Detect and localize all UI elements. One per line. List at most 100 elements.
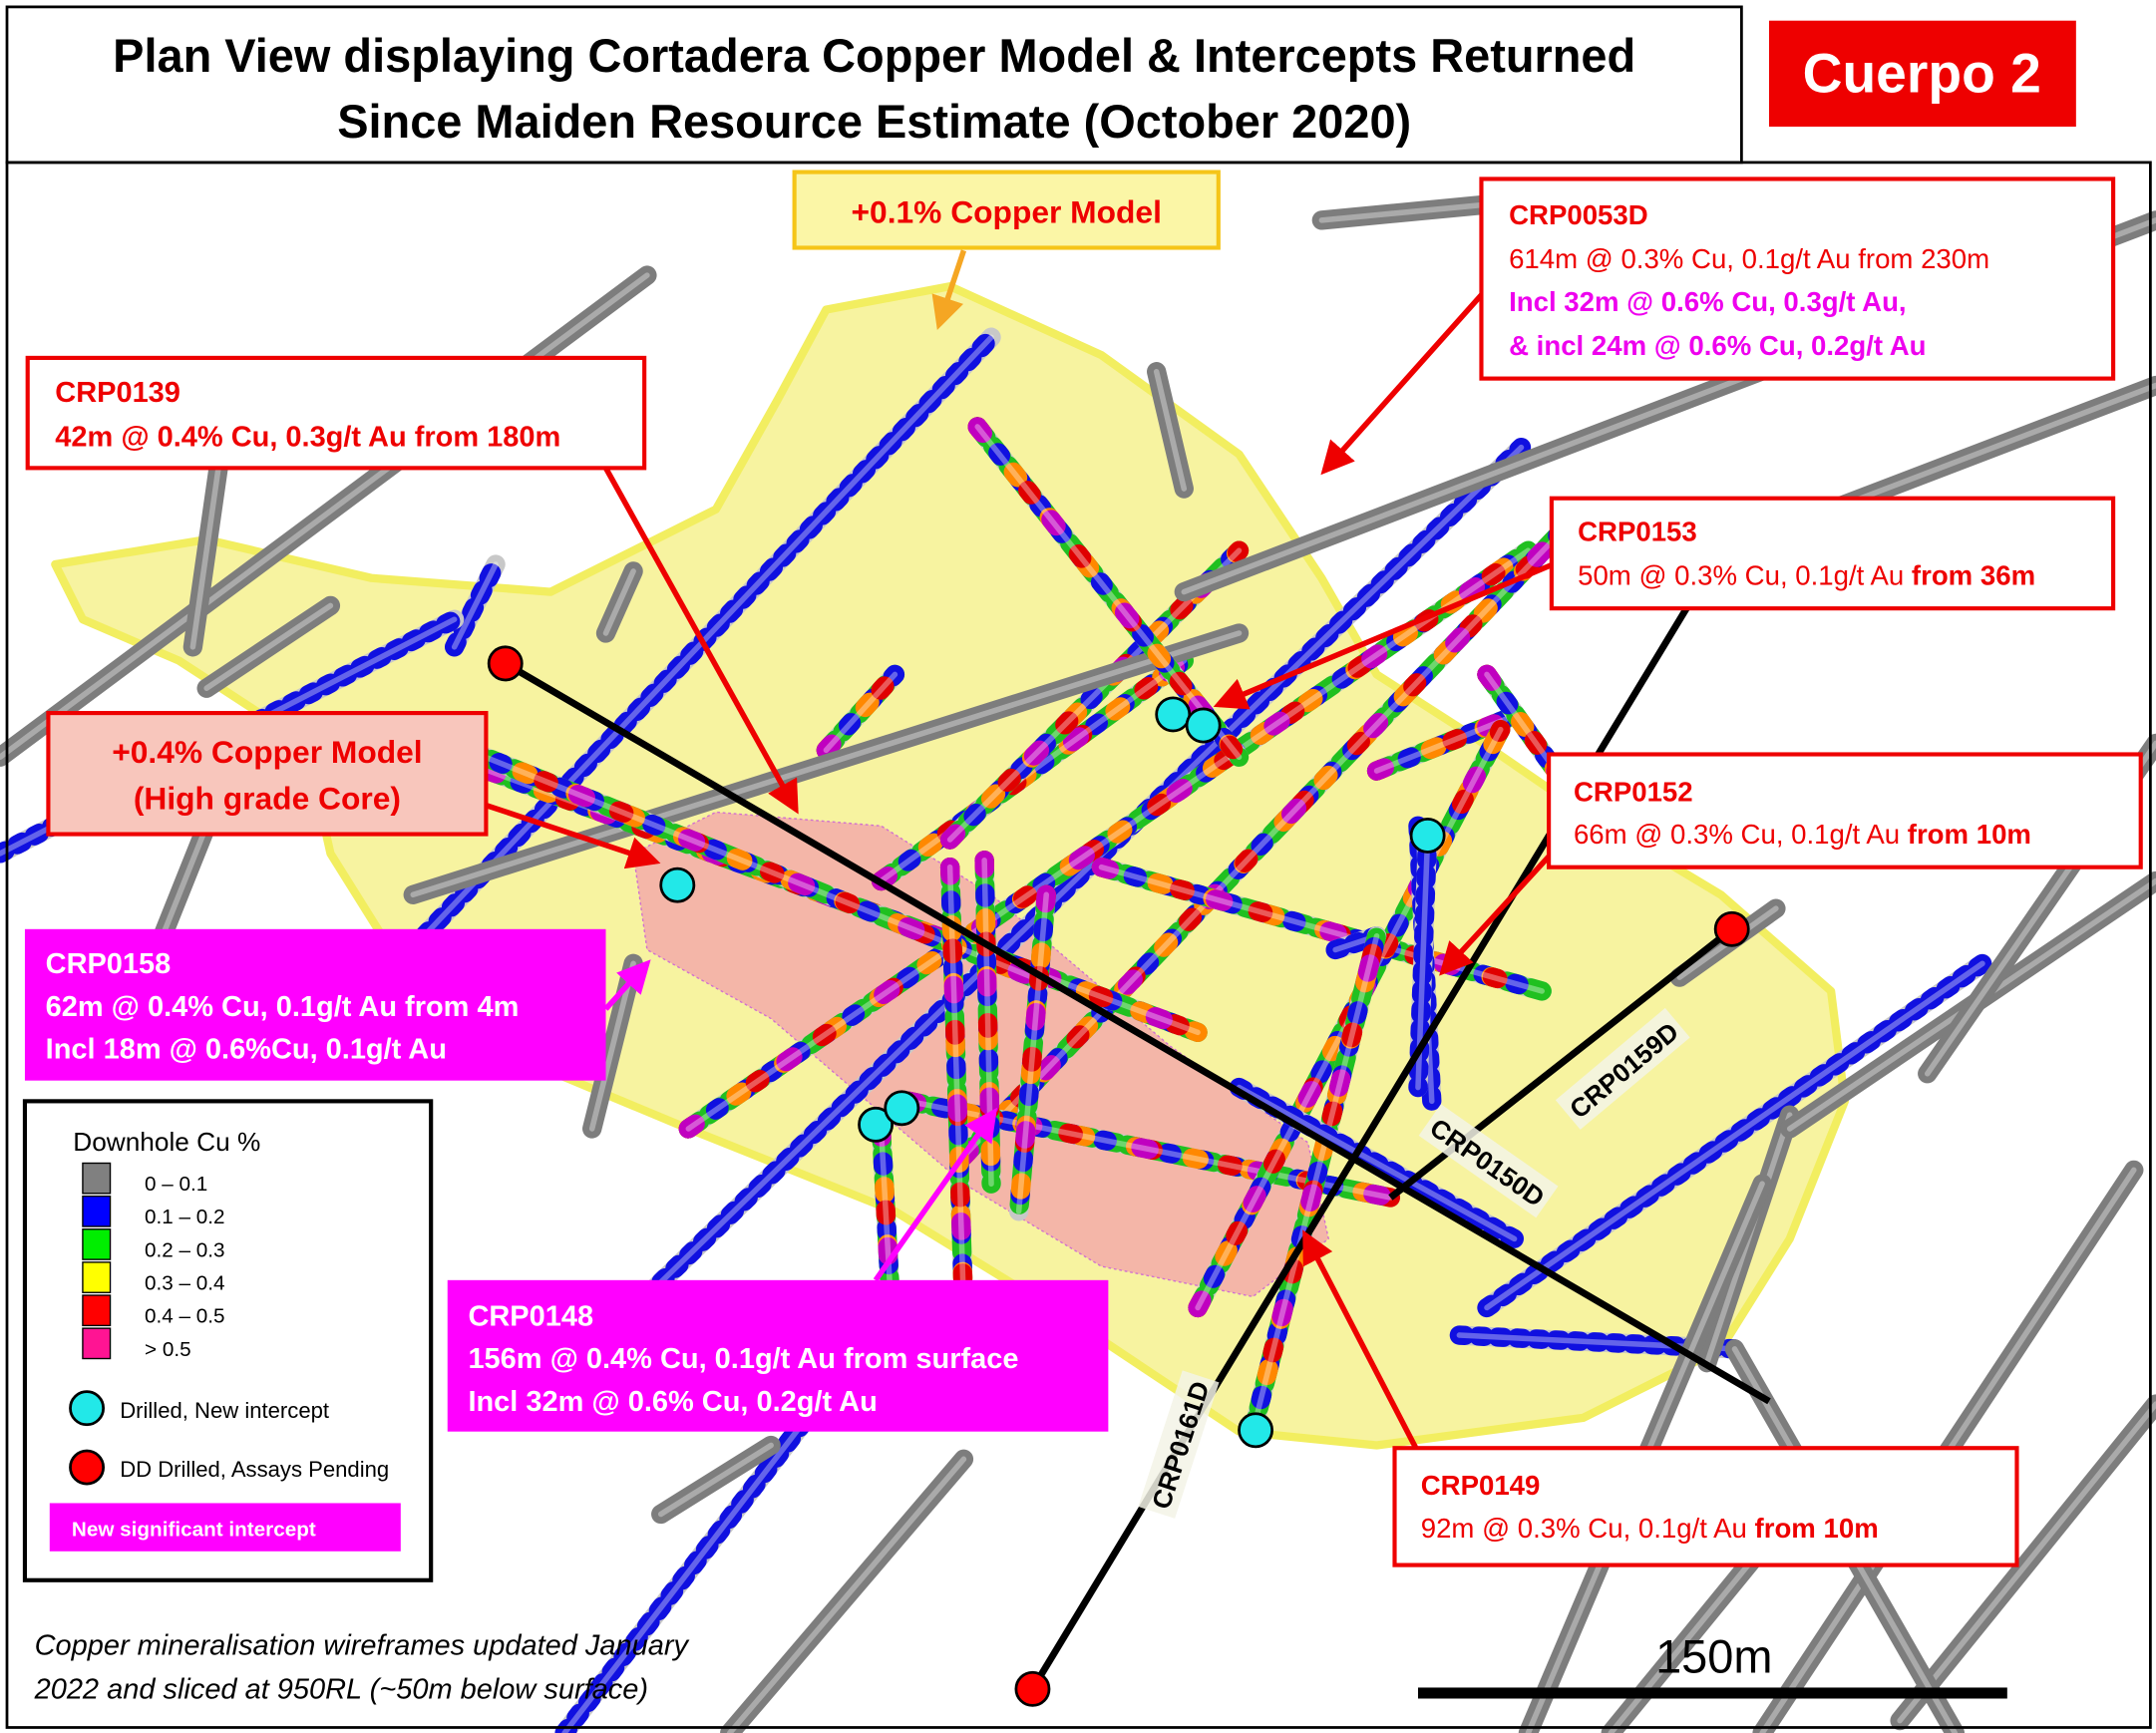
drill-hole-trace: [720, 1449, 974, 1733]
arrow-icon: [873, 1107, 997, 1282]
callout-incl: Incl 32m @ 0.6% Cu, 0.2g/t Au: [468, 1386, 877, 1418]
callout-crp0053d: CRP0053D 614m @ 0.3% Cu, 0.1g/t Au from …: [1479, 176, 2116, 381]
callout-text: 62m @ 0.4% Cu, 0.1g/t Au from 4m: [46, 991, 520, 1023]
drill-hole-trace: [967, 417, 1250, 767]
high-grade-model-label: +0.4% Copper Model (High grade Core): [46, 711, 489, 837]
drill-hole-trace: [588, 444, 1525, 1352]
arrow-icon: [931, 249, 967, 331]
drill-hole-trace: [726, 1456, 967, 1733]
legend-swatch: [82, 1228, 112, 1260]
callout-text: 66m @ 0.3% Cu, 0.1g/t Au: [1574, 819, 1908, 850]
drill-hole-trace: [1477, 664, 1566, 781]
section-line-crp0150d: [503, 660, 1771, 1405]
drill-hole-trace: [465, 747, 1036, 980]
drill-hole-trace: [1366, 706, 1525, 781]
callout-text: 156m @ 0.4% Cu, 0.1g/t Au from surface: [468, 1343, 1018, 1375]
new-intercept-markers: [659, 696, 1446, 1449]
drill-hole-trace: [974, 424, 1243, 761]
cuerpo-badge: [1768, 20, 2076, 128]
drill-hole-trace: [960, 520, 1573, 1160]
drill-hole-trace: [685, 547, 1532, 1132]
drill-hole-trace: [1484, 671, 1559, 774]
drill-hole-trace: [1153, 368, 1188, 492]
drill-hole-trace: [444, 554, 506, 657]
footer-note-line1: Copper mineralisation wireframes updated…: [35, 1629, 690, 1661]
arrow-icon: [603, 959, 651, 1011]
drill-hole-trace: [1091, 858, 1552, 1001]
legend-range-label: 0.2 – 0.3: [145, 1238, 225, 1261]
drill-hole-trace: [816, 664, 905, 761]
drill-hole-trace: [678, 540, 1539, 1139]
callout-text: 42m @ 0.4% Cu, 0.3g/t Au from 180m: [55, 421, 560, 453]
legend-cyan-dot-icon: [69, 1390, 106, 1427]
pending-marker: [487, 645, 524, 682]
arrow-icon: [603, 467, 799, 815]
cuerpo-badge-label: Cuerpo 2: [1803, 42, 2041, 104]
legend-red-dot-icon: [69, 1449, 106, 1486]
legend-new-intercept: Drilled, New intercept: [120, 1398, 329, 1423]
callout-incl: Incl 32m @ 0.6% Cu, 0.3g/t Au,: [1509, 286, 1907, 317]
intercept-marker: [1238, 1412, 1274, 1449]
legend-significant-swatch: [49, 1503, 401, 1552]
legend-range-label: > 0.5: [145, 1338, 191, 1361]
drill-hole-trace: [816, 664, 905, 761]
drill-hole-trace: [651, 1435, 781, 1525]
drill-hole-trace: [595, 561, 643, 643]
callout-title: CRP0152: [1574, 776, 1693, 807]
low-grade-model-label: +0.1% Copper Model: [852, 194, 1162, 230]
scale-bar-label: 150m: [1655, 1630, 1772, 1682]
drill-hole-trace: [458, 740, 1043, 987]
drill-hole-trace: [0, 272, 650, 761]
callout-arrows: [485, 249, 1555, 1454]
assays-pending-markers: [487, 645, 1750, 1707]
high-grade-model-line2: (High grade Core): [134, 781, 401, 817]
callout-title: CRP0053D: [1509, 199, 1648, 230]
callout-crp0148: CRP0148 156m @ 0.4% Cu, 0.1g/t Au from s…: [447, 1279, 1109, 1432]
drill-hole-trace: [871, 1119, 905, 1387]
intercept-marker: [1155, 696, 1192, 733]
svg-text:50m @ 0.3% Cu, 0.1g/t Au from: 50m @ 0.3% Cu, 0.1g/t Au from 36m: [1578, 560, 2035, 591]
svg-text:66m @ 0.3% Cu, 0.1g/t Au from: 66m @ 0.3% Cu, 0.1g/t Au from 10m: [1574, 819, 2031, 850]
footer-note-line2: 2022 and sliced at 950RL (~50m below sur…: [34, 1673, 648, 1705]
arrow-icon: [1439, 852, 1554, 976]
legend-swatch: [82, 1261, 112, 1293]
drill-hole-trace: [1484, 960, 1985, 1311]
drill-hole-trace: [878, 657, 1188, 884]
callout-crp0139: CRP0139 42m @ 0.4% Cu, 0.3g/t Au from 18…: [25, 355, 647, 471]
arrow-icon: [1302, 1229, 1421, 1454]
legend-pending: DD Drilled, Assays Pending: [120, 1457, 389, 1482]
intercept-marker: [1185, 707, 1222, 744]
drill-hole-trace: [1373, 713, 1518, 774]
callout-text: 50m @ 0.3% Cu, 0.1g/t Au: [1578, 560, 1912, 591]
legend-swatch: [82, 1327, 112, 1360]
legend-swatch: [82, 1195, 112, 1227]
page-title-line2: Since Maiden Resource Estimate (October …: [337, 96, 1411, 148]
legend-range-label: 0.1 – 0.2: [145, 1206, 225, 1228]
callout-text-bold: from 10m: [1908, 819, 2031, 850]
arrow-icon: [1320, 289, 1487, 476]
intercept-marker: [858, 1106, 895, 1143]
drill-hole-trace: [602, 568, 636, 636]
drill-hole-trace: [974, 851, 1001, 1194]
drill-hole-trace: [451, 561, 499, 650]
callout-text: 92m @ 0.3% Cu, 0.1g/t Au: [1421, 1513, 1755, 1544]
drill-hole-trace: [403, 623, 1250, 904]
drill-hole-trace: [189, 451, 223, 650]
drill-hole-trace: [939, 858, 974, 1318]
callout-title: CRP0139: [55, 377, 180, 409]
callout-incl: Incl 18m @ 0.6%Cu, 0.1g/t Au: [46, 1034, 447, 1066]
drill-hole-trace: [974, 851, 1001, 1194]
arrow-icon: [1213, 561, 1555, 710]
drill-hole-trace: [657, 1442, 774, 1518]
intercept-marker: [884, 1090, 920, 1127]
callout-crp0153: CRP0153 50m @ 0.3% Cu, 0.1g/t Au from 36…: [1549, 496, 2116, 611]
legend-range-label: 0 – 0.1: [145, 1173, 207, 1196]
drill-hole-trace: [410, 630, 1243, 898]
callout-text-bold: from 10m: [1755, 1513, 1879, 1544]
drill-hole-trace: [1890, 1394, 2156, 1731]
drill-hole-trace: [1008, 884, 1056, 1221]
scale-bar: 150m: [1417, 1630, 2007, 1699]
intercept-marker: [659, 866, 696, 903]
callout-text: 614m @ 0.3% Cu, 0.1g/t Au from 230m: [1509, 243, 1989, 274]
drill-hole-trace: [1015, 891, 1050, 1214]
